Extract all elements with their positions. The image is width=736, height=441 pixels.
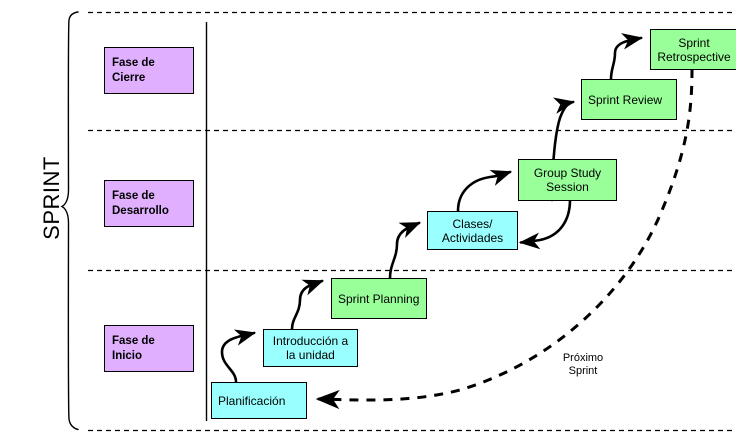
node-introduccion-a-la-unidad[interactable]: Introducción a la unidad — [263, 329, 358, 367]
phase-label-line2: Desarrollo — [112, 204, 169, 217]
node-label-group-study-session: Group Study Session — [534, 166, 601, 194]
node-label-line2: la unidad — [286, 348, 335, 362]
phase-label-fase-cierre: Fase de Cierre — [112, 56, 155, 86]
node-group-study-session[interactable]: Group Study Session — [518, 159, 617, 201]
edge-planificacion-introduccion — [220, 329, 257, 384]
phase-label-line1: Fase de — [112, 189, 155, 202]
phase-box-fase-inicio[interactable]: Fase de Inicio — [104, 325, 194, 372]
phase-label-line1: Fase de — [112, 56, 155, 69]
node-clases-actividades[interactable]: Clases/ Actividades — [427, 211, 518, 250]
edge-label-line2: Sprint — [568, 365, 598, 377]
edge-clases-group-study — [456, 170, 512, 213]
node-label-line2: Session — [546, 180, 589, 194]
node-sprint-planning[interactable]: Sprint Planning — [331, 278, 427, 319]
edge-sprint-planning-clases — [388, 221, 421, 280]
swimlane-separators — [88, 11, 736, 432]
sprint-axis-label: SPRINT — [39, 156, 64, 240]
node-label-sprint-review: Sprint Review — [588, 92, 663, 107]
phase-label-line2: Inicio — [112, 349, 143, 362]
node-label-sprint-planning: Sprint Planning — [338, 291, 420, 306]
edge-group-study-clases — [518, 198, 572, 250]
edge-introduccion-sprint-planning — [290, 279, 324, 331]
node-label-line1: Introducción a — [272, 334, 349, 348]
node-sprint-retrospective[interactable]: Sprint Retrospective — [650, 29, 736, 70]
phase-label-line2: Cierre — [112, 71, 146, 84]
node-label-planificacion: Planificación — [218, 393, 286, 408]
phase-box-fase-cierre[interactable]: Fase de Cierre — [104, 47, 194, 94]
phase-label-line1: Fase de — [112, 334, 155, 347]
phase-label-fase-inicio: Fase de Inicio — [112, 334, 155, 364]
edge-retrospective-planificacion-proximo-sprint — [315, 68, 694, 410]
node-label-introduccion: Introducción a la unidad — [273, 334, 348, 362]
edge-sprint-review-retrospective — [609, 33, 644, 81]
edge-label-line1: Próximo — [562, 352, 604, 364]
node-label-clases-actividades: Clases/ Actividades — [442, 217, 503, 245]
node-label-line2: Actividades — [441, 230, 504, 245]
node-label-line1: Sprint — [678, 35, 710, 50]
node-label-line1: Clases/ — [452, 216, 493, 231]
phase-label-fase-desarrollo: Fase de Desarrollo — [112, 189, 169, 219]
node-sprint-review[interactable]: Sprint Review — [581, 79, 677, 120]
edge-label-proximo-sprint: Próximo Sprint — [543, 352, 623, 378]
node-label-line1: Group Study — [533, 166, 602, 180]
node-planificacion[interactable]: Planificación — [211, 382, 307, 419]
node-label-sprint-retrospective: Sprint Retrospective — [657, 36, 730, 64]
node-label-line2: Retrospective — [657, 49, 731, 64]
phase-box-fase-desarrollo[interactable]: Fase de Desarrollo — [104, 180, 194, 227]
sprint-brace — [60, 11, 79, 431]
